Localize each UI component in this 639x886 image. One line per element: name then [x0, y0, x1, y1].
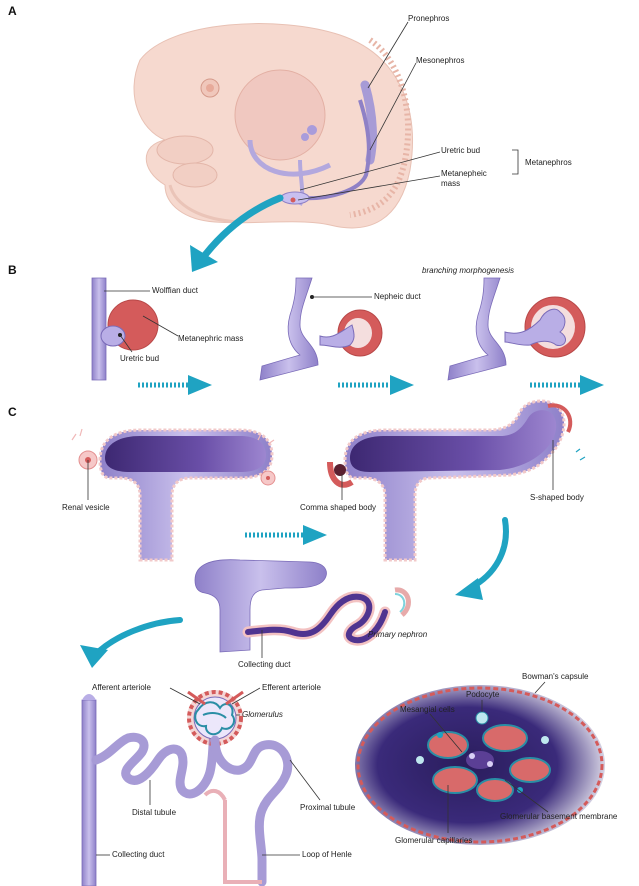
label-metanephric-mass-a-1: Metanepheic	[441, 169, 487, 179]
label-ureteric-bud-a: Uretric bud	[441, 146, 480, 156]
panel-label-b: B	[8, 263, 17, 277]
label-collecting-duct-nephron: Collecting duct	[112, 850, 164, 860]
label-wolffian-duct: Wolffian duct	[152, 286, 198, 296]
label-comma-shaped-body: Comma shaped body	[300, 503, 376, 513]
label-glomerulus: Glomerulus	[242, 710, 283, 720]
panel-b-stage-2	[260, 278, 382, 380]
panel-label-a: A	[8, 4, 17, 18]
label-podocyte: Podocyte	[466, 690, 499, 700]
label-loop-of-henle: Loop of Henle	[302, 850, 352, 860]
label-primary-nephron: Primary nephron	[368, 630, 427, 640]
label-pronephros: Pronephros	[408, 14, 449, 24]
label-metanephric-mass-a-2: mass	[441, 179, 460, 189]
label-mesangial-cells: Mesangial cells	[400, 705, 455, 715]
label-efferent-arteriole: Efferent arteriole	[262, 683, 321, 693]
panel-c-curved-arrow-right	[455, 520, 506, 600]
label-nephric-duct: Nepheic duct	[374, 292, 421, 302]
panel-b-stage-3	[448, 278, 585, 380]
panel-c-renal-vesicle-stage	[72, 429, 275, 560]
label-s-shaped-body: S-shaped body	[530, 493, 584, 503]
label-proximal-tubule: Proximal tubule	[300, 803, 355, 813]
label-ureteric-bud-b: Uretric bud	[120, 354, 159, 364]
label-glomerular-capillaries: Glomerular capillaries	[395, 836, 472, 846]
label-glomerular-basement-membrane: Glomerular basement membrane	[500, 812, 617, 822]
panel-b-progress-arrows	[138, 375, 604, 395]
label-renal-vesicle: Renal vesicle	[62, 503, 110, 513]
label-branching-morphogenesis: branching morphogenesis	[422, 266, 514, 276]
label-bowmans-capsule: Bowman's capsule	[522, 672, 588, 682]
panel-label-c: C	[8, 405, 17, 419]
label-metanephric-mass-b: Metanephric mass	[178, 334, 243, 344]
label-mesonephros: Mesonephros	[416, 56, 464, 66]
panel-b-stage-1	[92, 278, 158, 380]
panel-c-curved-arrow-left	[80, 620, 180, 668]
label-distal-tubule: Distal tubule	[132, 808, 176, 818]
label-metanephros: Metanephros	[525, 158, 572, 168]
label-collecting-duct-c: Collecting duct	[238, 660, 290, 670]
label-afferent-arteriole: Afferent arteriole	[92, 683, 151, 693]
panel-c-s-shaped-stage	[330, 401, 585, 560]
panel-c-progress-arrow	[245, 525, 327, 545]
